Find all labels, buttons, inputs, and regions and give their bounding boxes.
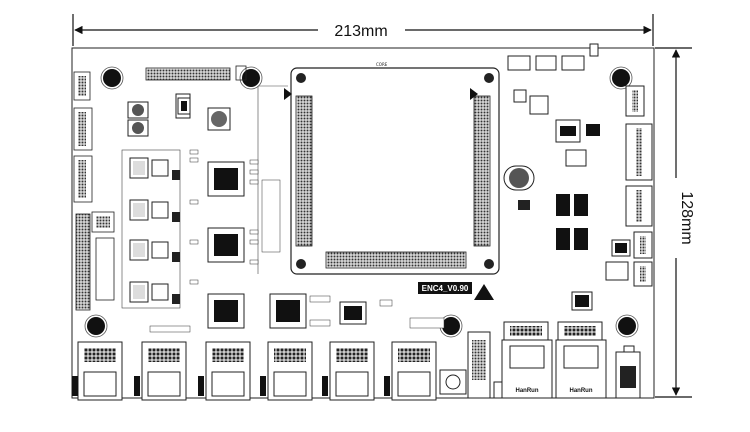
passive-components [149,149,445,333]
left-chip-array [121,149,181,309]
top-right-components [503,43,631,281]
top-pin-header [145,67,231,81]
height-label: 128mm [678,191,695,244]
version-badge [418,282,472,294]
usb-port [439,331,503,399]
width-dimension: 213mm [72,14,654,46]
core-label: CORE [376,62,388,67]
right-edge-connectors [625,85,653,287]
rj45-label-1: HanRun [516,388,539,394]
rj45-label-2: HanRun [570,388,593,394]
mounting-holes [84,66,639,338]
width-label: 213mm [334,23,387,40]
esd-warning-icon [474,284,494,300]
bottom-video-connectors [72,341,437,401]
height-dimension: 128mm [655,47,695,398]
core-module: CORE [257,62,500,275]
power-jack [615,345,641,399]
left-edge-connectors [73,71,115,311]
rj45-jacks: HanRun HanRun [501,321,607,399]
version-label: ENC4_V0.90 [422,284,469,293]
qfp-chips [177,97,593,329]
